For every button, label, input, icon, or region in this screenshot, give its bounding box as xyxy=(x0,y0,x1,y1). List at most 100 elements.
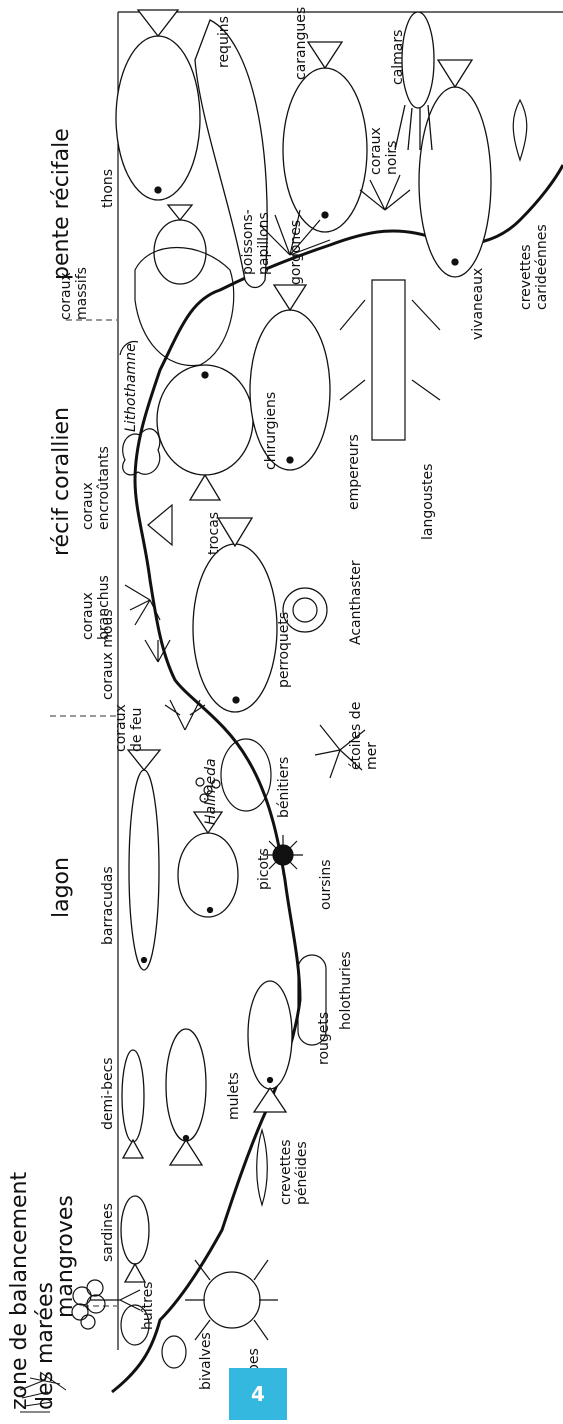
label-lithothamne-line-0: Lithothamne xyxy=(123,343,139,432)
label-mangroves-line-0: mangroves xyxy=(53,1195,78,1318)
label-etoiles-de-mer-line-1: mer xyxy=(364,742,380,770)
label-thons: thons xyxy=(100,169,116,208)
crab-icon xyxy=(185,1260,278,1340)
label-coraux-noirs-line-1: noirs xyxy=(384,141,400,175)
demi-bec-fish-icon xyxy=(122,1050,144,1158)
label-bivalves: bivalves xyxy=(198,1332,214,1390)
label-carangues-line-0: carangues xyxy=(293,7,309,80)
label-perroquets-line-0: perroquets xyxy=(276,612,292,688)
label-benitiers-line-0: bénitiers xyxy=(276,757,292,818)
label-requins-line-0: requins xyxy=(216,16,232,68)
label-trocas-line-0: trocas xyxy=(206,512,222,555)
label-coraux-massifs-line-0: coraux xyxy=(58,272,74,320)
benitier-icon xyxy=(221,739,271,811)
rouget-fish-icon xyxy=(248,981,292,1112)
label-coraux-de-feu-line-0: coraux xyxy=(113,704,129,752)
label-coraux-branchus-line-1: branchus xyxy=(96,575,112,640)
label-pente: pente récifale xyxy=(49,128,74,280)
label-langoustes-line-0: langoustes xyxy=(420,464,436,540)
label-coraux-noirs-line-0: coraux xyxy=(368,127,384,175)
bivalve-icon xyxy=(162,1336,186,1368)
crevette-peneide-icon xyxy=(257,1130,268,1205)
label-chirurgiens: chirurgiens xyxy=(263,392,279,470)
langouste-icon xyxy=(340,280,440,440)
label-halimeda-line-0: Halimeda xyxy=(203,758,219,825)
label-picots-line-0: picots xyxy=(256,848,272,890)
label-holothuries-line-0: holothuries xyxy=(338,951,354,1030)
label-crevettes-peneides-line-0: crevettes xyxy=(278,1139,294,1205)
label-recif-line-0: récif corallien xyxy=(49,407,74,556)
invertebrates xyxy=(120,100,527,1368)
fish-shapes xyxy=(116,10,491,1282)
label-picots: picots xyxy=(256,848,272,890)
label-chirurgiens-line-0: chirurgiens xyxy=(263,392,279,470)
label-sardines-line-0: sardines xyxy=(100,1203,116,1262)
label-requins: requins xyxy=(216,16,232,68)
label-coraux-encroutants: corauxencroûtants xyxy=(80,446,112,530)
label-mulets: mulets xyxy=(226,1072,242,1120)
label-balancement: zone de balancementdes marées xyxy=(7,1172,58,1410)
label-poissons-papillons-line-1: papillons xyxy=(256,212,272,275)
sardine-fish-icon xyxy=(121,1196,149,1282)
label-etoiles-de-mer: étoiles demer xyxy=(348,702,380,770)
label-pente-line-0: pente récifale xyxy=(49,128,74,280)
label-halimeda: Halimeda xyxy=(203,758,219,825)
seafloor-profile xyxy=(112,165,563,1392)
label-rougets: rougets xyxy=(316,1012,332,1065)
empereur-fish-icon xyxy=(250,285,330,470)
label-barracudas: barracudas xyxy=(100,866,116,945)
label-gorgones: gorgones xyxy=(288,220,304,285)
crevette-carideenne-icon xyxy=(513,100,527,160)
poisson-papillon-fish-icon xyxy=(154,205,206,284)
label-vivaneaux-line-0: vivaneaux xyxy=(470,268,486,340)
label-coraux-encroutants-line-0: coraux xyxy=(80,482,96,530)
thon-fish-icon xyxy=(116,10,200,200)
mangrove-icon xyxy=(72,1280,140,1329)
label-lagon-line-0: lagon xyxy=(49,857,74,918)
label-poissons-papillons-line-0: poissons- xyxy=(240,209,256,275)
label-sardines: sardines xyxy=(100,1203,116,1262)
page-number-badge: 4 xyxy=(229,1368,287,1420)
label-vivaneaux: vivaneaux xyxy=(470,268,486,340)
label-acanthaster-line-0: Acanthaster xyxy=(348,560,364,645)
label-acanthaster: Acanthaster xyxy=(348,560,364,645)
label-barracudas-line-0: barracudas xyxy=(100,866,116,945)
label-carangues: carangues xyxy=(293,7,309,80)
label-trocas: trocas xyxy=(206,512,222,555)
label-oursins: oursins xyxy=(318,859,334,910)
label-coraux-de-feu-line-1: de feu xyxy=(129,708,145,752)
label-demi-becs: demi-becs xyxy=(100,1057,116,1130)
label-gorgones-line-0: gorgones xyxy=(288,220,304,285)
chirurgien-fish-icon xyxy=(157,365,253,500)
label-balancement-line-0: zone de balancement xyxy=(7,1172,32,1410)
label-lithothamne: Lithothamne xyxy=(123,343,139,432)
label-etoiles-de-mer-line-0: étoiles de xyxy=(348,702,364,770)
label-benitiers: bénitiers xyxy=(276,757,292,818)
label-empereurs: empereurs xyxy=(346,434,362,510)
label-huitres: huîtres xyxy=(140,1282,156,1330)
label-empereurs-line-0: empereurs xyxy=(346,434,362,510)
label-coraux-branchus-line-0: coraux xyxy=(80,592,96,640)
label-lagon: lagon xyxy=(49,857,74,918)
label-crevettes-carideennes-line-0: crevettes xyxy=(518,244,534,310)
label-bivalves-line-0: bivalves xyxy=(198,1332,214,1390)
label-oursins-line-0: oursins xyxy=(318,859,334,910)
label-mangroves: mangroves xyxy=(53,1195,78,1318)
label-crevettes-carideennes-line-1: carideénnes xyxy=(534,224,550,310)
label-recif: récif corallien xyxy=(49,407,74,556)
label-mulets-line-0: mulets xyxy=(226,1072,242,1120)
trocas-icon xyxy=(148,505,172,545)
barracuda-fish-icon xyxy=(128,750,160,970)
label-holothuries: holothuries xyxy=(338,951,354,1030)
mulet-fish-icon xyxy=(166,1029,206,1165)
label-calmars-line-0: calmars xyxy=(390,30,406,85)
label-poissons-papillons: poissons-papillons xyxy=(240,209,272,275)
label-calmars: calmars xyxy=(390,30,406,85)
